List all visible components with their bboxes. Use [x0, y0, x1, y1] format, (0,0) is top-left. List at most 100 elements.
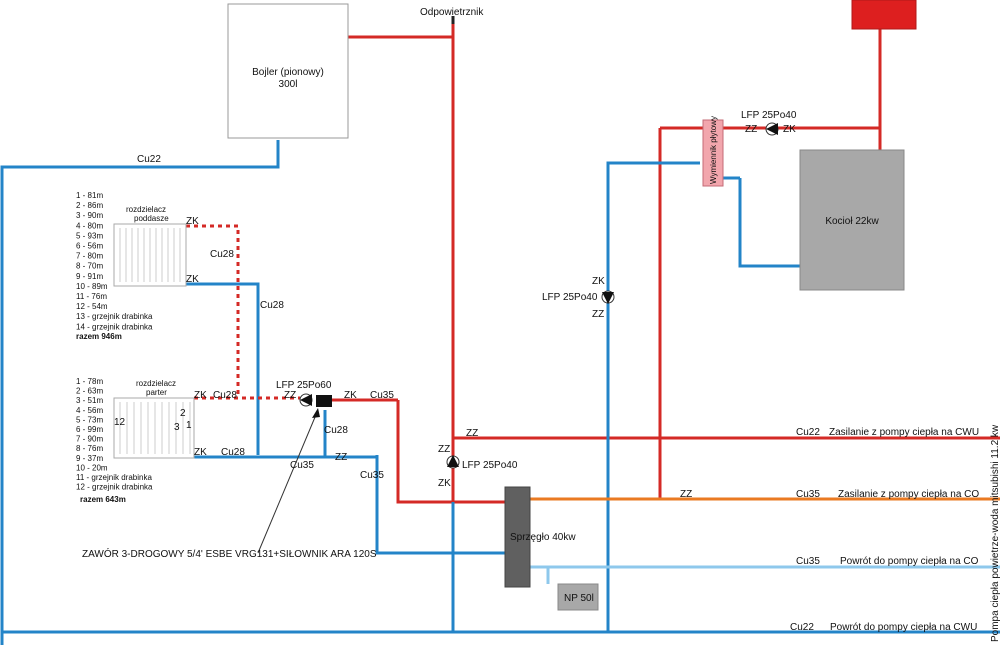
parter_list-item: 6 - 99m [76, 425, 103, 434]
pipe-label-cu35-b: Cu35 [290, 460, 314, 471]
pipe-label-cu22-cwu1: Cu22 [796, 427, 820, 438]
poddasze_list-item: 8 - 70m [76, 262, 103, 271]
poddasze_list-item: 2 - 86m [76, 201, 103, 210]
pipe-red-sprzeglo [396, 400, 505, 504]
pipe-poddasze-return [186, 282, 260, 455]
pipe-label-cu35-a: Cu35 [370, 390, 394, 401]
poddasze_list-item: 9 - 91m [76, 272, 103, 281]
pipe-wymiennik-blue [606, 161, 700, 632]
wymiennik [702, 119, 724, 187]
heat-source-top [851, 0, 917, 30]
three-way-valve [316, 395, 332, 407]
rozdz-parter-t1: rozdzielacz [136, 379, 176, 388]
parter_list-item: 5 - 73m [76, 415, 103, 424]
pipe-cwu-return-frame [0, 140, 280, 645]
boiler-label: Bojler (pionowy) [252, 67, 324, 78]
rozdzielacz-parter-stripes [119, 402, 191, 454]
parter_list-item: 12 - grzejnik drabinka [76, 483, 153, 492]
pipe-label-cu22-top: Cu22 [137, 154, 161, 165]
poddasze_list-item: 13 - grzejnik drabinka [76, 312, 153, 321]
poddasze_list-item: 1 - 81m [76, 191, 103, 200]
sprzeglo [504, 486, 531, 588]
pump-mid [601, 290, 615, 304]
parter-num-2: 2 [180, 408, 186, 419]
pipe-label-cu28-b: Cu28 [260, 300, 284, 311]
pump-bottom [446, 455, 460, 469]
mark-zk-top: ZK [783, 124, 796, 135]
parter_list-item: 7 - 90m [76, 435, 103, 444]
parter-num-1: 1 [186, 420, 192, 431]
parter_list-item: 3 - 51m [76, 396, 103, 405]
rozdz-parter-t2: parter [146, 388, 167, 397]
parter_list-item: 9 - 37m [76, 454, 103, 463]
kociol-label: Kocioł 22kw [825, 216, 879, 227]
mark-zk-pod2: ZK [186, 274, 199, 285]
valve-pointer [257, 409, 319, 554]
pump-bottom-label: LFP 25Po40 [462, 460, 518, 471]
label-cwu-supply: Zasilanie z pompy ciepła na CWU [829, 427, 979, 438]
pipe-label-cu35-co2: Cu35 [796, 556, 820, 567]
pipe-kociol-blue [738, 178, 800, 268]
mark-zz-left2: ZZ [335, 452, 347, 463]
pump-mid-label: LFP 25Po40 [542, 292, 598, 303]
mark-zk-left: ZK [344, 390, 357, 401]
parter_list-item: 4 - 56m [76, 406, 103, 415]
label-co-supply: Zasilanie z pompy ciepła na CO [838, 489, 979, 500]
poddasze_list-item: 10 - 89m [76, 282, 108, 291]
rozdzielacz-parter [113, 397, 195, 459]
boiler [227, 3, 349, 139]
valve-caption: ZAWÓR 3-DROGOWY 5/4' ESBE VRG131+SIŁOWNI… [82, 547, 377, 560]
pipe-blue-sprzeglo [375, 455, 505, 555]
vent-label: Odpowietrznik [420, 7, 484, 18]
poddasze_list-item: 3 - 90m [76, 211, 103, 220]
np-label: NP 50l [564, 593, 594, 604]
parter_list-item: 2 - 63m [76, 387, 103, 396]
rozdz-poddasze-t2: poddasze [134, 214, 169, 223]
parter-num-12: 12 [114, 417, 126, 428]
pump-left [299, 393, 313, 407]
poddasze_list-item: 11 - 76m [76, 292, 107, 301]
mark-zk-mid: ZK [592, 276, 605, 287]
poddasze_list-item: 5 - 93m [76, 231, 103, 240]
mark-zz-left: ZZ [284, 390, 296, 401]
mark-zz-bot1: ZZ [466, 428, 478, 439]
np-tank [557, 583, 599, 611]
mark-zz-orange: ZZ [680, 489, 692, 500]
pipe-label-cu28-e: Cu28 [324, 425, 348, 436]
parter-num-3: 3 [174, 422, 180, 433]
poddasze_list-item: 7 - 80m [76, 252, 103, 261]
mark-zk-bot: ZK [438, 478, 451, 489]
parter-total: razem 643m [80, 495, 126, 504]
pump-top-label: LFP 25Po40 [741, 110, 797, 121]
poddasze_list-item: 14 - grzejnik drabinka [76, 322, 153, 331]
parter_list-item: 1 - 78m [76, 377, 103, 386]
poddasze_list-item: 4 - 80m [76, 221, 103, 230]
pipe-label-cu28-d: Cu28 [221, 447, 245, 458]
pipe-label-cu28-c: Cu28 [213, 390, 237, 401]
kociol [799, 149, 905, 291]
poddasze_list-item: 6 - 56m [76, 242, 103, 251]
pipe-label-cu22-cwu2: Cu22 [790, 622, 814, 633]
pipe-label-cu28-a: Cu28 [210, 249, 234, 260]
parter_list-item: 10 - 20m [76, 463, 108, 472]
parter_list-item: 11 - grzejnik drabinka [76, 473, 152, 482]
mark-zk-par2: ZK [194, 447, 207, 458]
sprzeglo-label: Sprzęgło 40kw [510, 532, 576, 543]
parter_list-item: 8 - 76m [76, 444, 103, 453]
side-label: Pompa ciepła powietrze-woda mitsubishi 1… [990, 424, 1000, 642]
mark-zk-par1: ZK [194, 390, 207, 401]
pipe-label-cu35-co1: Cu35 [796, 489, 820, 500]
pipe-label-cu35-c: Cu35 [360, 470, 384, 481]
poddasze_list-item: 12 - 54m [76, 302, 108, 311]
rozdz-poddasze-t1: rozdzielacz [126, 205, 166, 214]
poddasze-total: razem 946m [76, 332, 122, 341]
label-co-return: Powrót do pompy ciepła na CO [840, 556, 979, 567]
pump-top [765, 122, 779, 136]
boiler-capacity: 300l [279, 79, 298, 90]
mark-zz-mid: ZZ [592, 309, 604, 320]
rozdzielacz-poddasze-stripes [119, 228, 181, 282]
mark-zz-bot2: ZZ [438, 444, 450, 455]
